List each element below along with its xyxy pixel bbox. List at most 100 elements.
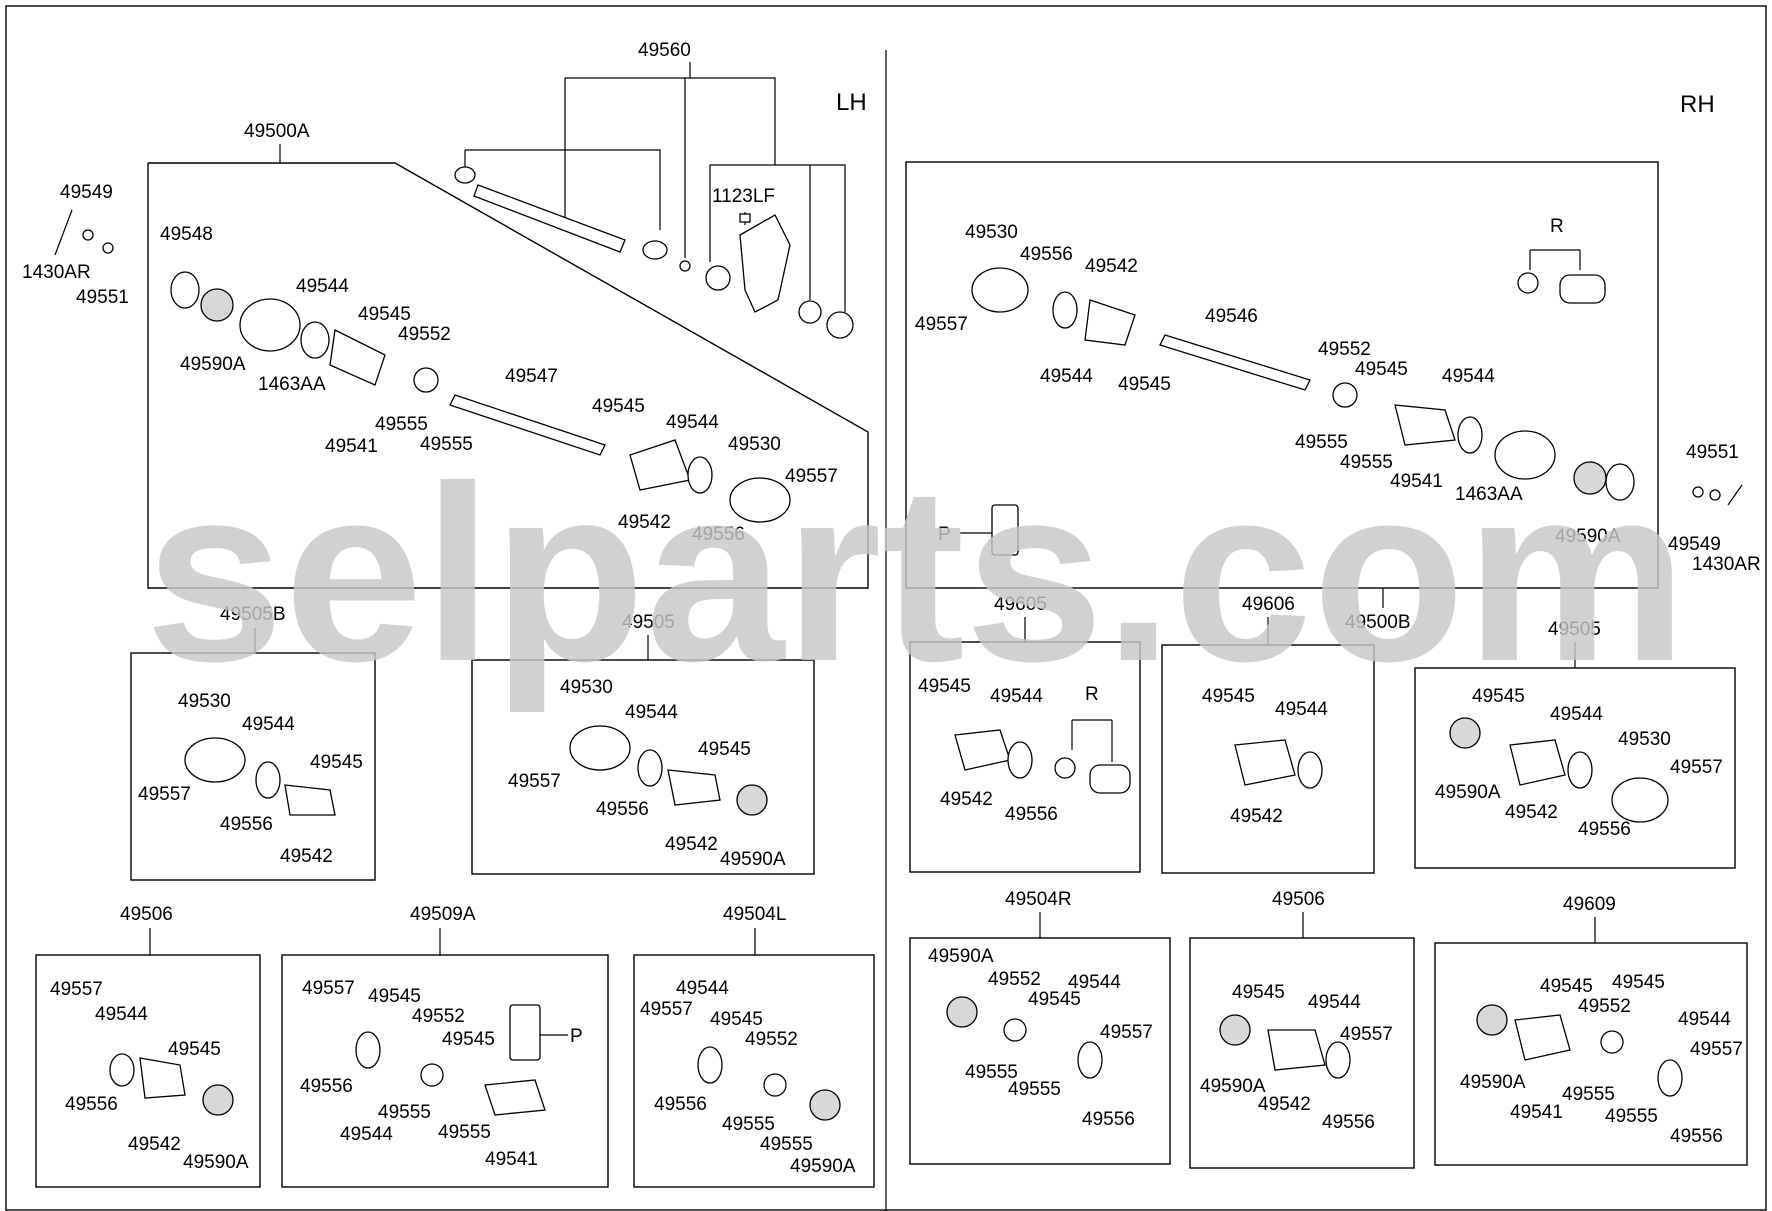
kit-frame [1161, 644, 1375, 874]
boot-icon [1084, 299, 1136, 346]
callout-49544: 49544 [1308, 992, 1361, 1013]
grease-bottle-icon [991, 504, 1019, 556]
tone-wheel-icon [736, 784, 768, 816]
boot-icon [284, 784, 336, 816]
callout-49556: 49556 [1020, 244, 1073, 265]
kit-frame [471, 659, 815, 875]
callout-49544: 49544 [1068, 972, 1121, 993]
outer-cv-joint-icon [239, 298, 301, 352]
callout-49556: 49556 [1322, 1112, 1375, 1133]
callout-49556: 49556 [1082, 1109, 1135, 1130]
callout-49560: 49560 [638, 40, 691, 61]
callout-49544: 49544 [340, 1124, 393, 1145]
callout-49555: 49555 [378, 1102, 431, 1123]
boot-band-icon [255, 761, 281, 799]
callout-49542: 49542 [280, 846, 333, 867]
callout-49544: 49544 [242, 714, 295, 735]
kit-title-49505: 49505 [622, 612, 675, 633]
boot-icon [139, 1057, 186, 1099]
leader-49560-main [565, 77, 776, 165]
callout-49542: 49542 [618, 512, 671, 533]
drive-shaft-icon [449, 394, 606, 456]
callout-49590A: 49590A [1555, 526, 1621, 547]
boot-band-icon [1007, 741, 1033, 779]
kit-title-49505: 49505 [1548, 619, 1601, 640]
bearing-bracket-icon [739, 214, 791, 313]
callout-49557: 49557 [1690, 1039, 1743, 1060]
callout-49590A: 49590A [790, 1156, 856, 1177]
callout-p: P [570, 1026, 583, 1047]
kit-49505: 49505 49530 49544 49545 49557 49556 4954… [471, 612, 815, 875]
callout-49545: 49545 [442, 1029, 495, 1050]
boot-icon [667, 769, 721, 806]
callout-49544: 49544 [1442, 366, 1495, 387]
callout-49551: 49551 [76, 287, 129, 308]
callout-49545: 49545 [1118, 374, 1171, 395]
boot-band-icon [1077, 1041, 1103, 1079]
bearing-icon [798, 300, 822, 324]
snap-ring-icon [679, 260, 691, 272]
callout-49552: 49552 [745, 1029, 798, 1050]
callout-49545: 49545 [1540, 976, 1593, 997]
callout-49557: 49557 [302, 978, 355, 999]
callout-49555: 49555 [722, 1114, 775, 1135]
callout-49530: 49530 [728, 434, 781, 455]
washer-icon [1692, 486, 1704, 498]
rh-box-frame [905, 161, 1659, 589]
callout-49541: 49541 [1510, 1102, 1563, 1123]
callout-49555: 49555 [1562, 1084, 1615, 1105]
boot-band-icon [1567, 751, 1593, 789]
callout-49556: 49556 [654, 1094, 707, 1115]
callout-49530: 49530 [965, 222, 1018, 243]
callout-49556: 49556 [692, 524, 745, 545]
callout-49545: 49545 [698, 739, 751, 760]
boot-band-icon [1297, 751, 1323, 789]
callout-49552: 49552 [1318, 339, 1371, 360]
kit-49509A: 49509A 49557 49545 49552 49545 P 49556 4… [281, 904, 609, 1188]
callout-49552: 49552 [1578, 996, 1631, 1017]
leader-49560-c [465, 149, 661, 230]
kit-49605: 49605 49545 49544 R 49542 49556 [909, 594, 1141, 873]
callout-49556: 49556 [220, 814, 273, 835]
callout-49545: 49545 [168, 1039, 221, 1060]
boot-icon [484, 1079, 546, 1116]
callout-49555: 49555 [965, 1062, 1018, 1083]
kit-frame [130, 652, 376, 881]
ring-icon [1605, 463, 1635, 501]
shaft-ring-icon [642, 240, 668, 260]
kit-frame [633, 954, 875, 1188]
inner-cv-joint-icon [184, 737, 246, 783]
kit-49505B: 49505B 49530 49544 49545 49557 49556 495… [130, 604, 376, 881]
callout-49530: 49530 [560, 677, 613, 698]
side-label-lh: LH [836, 89, 867, 116]
callout-49590A: 49590A [1435, 782, 1501, 803]
boot-icon [1514, 1014, 1571, 1061]
callout-49590A: 49590A [720, 849, 786, 870]
callout-49552: 49552 [398, 324, 451, 345]
callout-49555: 49555 [420, 434, 473, 455]
rh-bolt-group: 49551 49549 1430AR [1668, 442, 1761, 575]
callout-49555: 49555 [1008, 1079, 1061, 1100]
callout-49542: 49542 [1230, 806, 1283, 827]
callout-49545: 49545 [1612, 972, 1665, 993]
callout-49555: 49555 [438, 1122, 491, 1143]
kit-49506: 49506 49557 49544 49545 49556 49542 4959… [35, 904, 261, 1188]
inner-cv-joint-icon [729, 477, 791, 523]
callout-49590A: 49590A [180, 354, 246, 375]
watermark: selparts.com [145, 434, 1687, 713]
callout-49530: 49530 [178, 691, 231, 712]
callout-49555: 49555 [760, 1134, 813, 1155]
callout-49544: 49544 [1550, 704, 1603, 725]
callout-r: R [1085, 684, 1099, 705]
callout-49557: 49557 [1100, 1022, 1153, 1043]
callout-49557: 49557 [50, 979, 103, 1000]
callout-1463AA: 1463AA [1455, 484, 1523, 505]
inner-cv-joint-icon [1611, 777, 1669, 823]
boot-icon [1234, 739, 1296, 786]
outer-cv-joint-icon [1494, 430, 1556, 480]
callout-49557: 49557 [785, 466, 838, 487]
boot-band-icon [1657, 1059, 1683, 1097]
leader-49560-f [775, 164, 846, 312]
kit-title-49505B: 49505B [220, 604, 286, 625]
